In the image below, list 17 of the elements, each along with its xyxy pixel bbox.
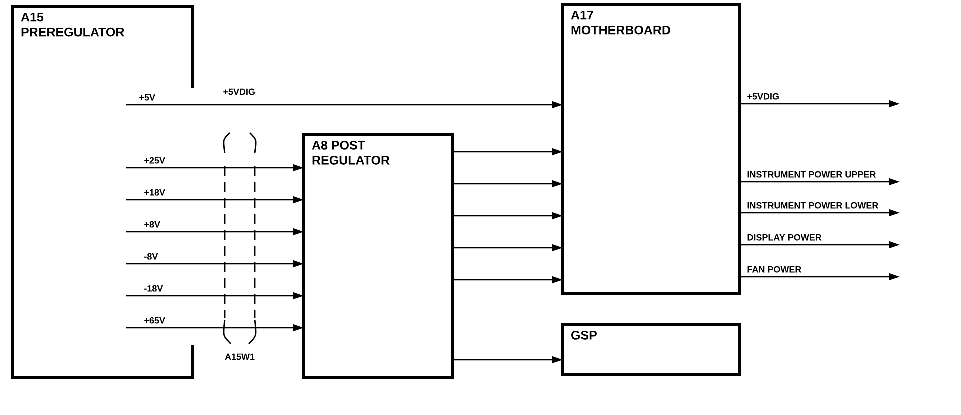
- module-box: GSP: [562, 324, 742, 376]
- edge-label: +8V: [143, 220, 162, 229]
- edge-label: -8V: [143, 252, 160, 261]
- edge-label: DISPLAY POWER: [746, 233, 823, 242]
- edge-label: FAN POWER: [746, 265, 803, 274]
- edge-label: INSTRUMENT POWER LOWER: [746, 201, 880, 210]
- module-box: A17 MOTHERBOARD: [562, 4, 742, 296]
- edge-label: +5VDIG: [746, 92, 780, 101]
- edge-label: +18V: [143, 188, 166, 197]
- edge-label: +25V: [143, 156, 166, 165]
- edge-label: INSTRUMENT POWER UPPER: [746, 170, 878, 179]
- module-box: A8 POST REGULATOR: [302, 134, 454, 380]
- edge-label: +65V: [143, 316, 166, 325]
- edge-label: +5V: [138, 94, 156, 102]
- signal-label: +5VDIG: [224, 88, 255, 96]
- edge-label: -18V: [143, 284, 164, 293]
- signal-label: A15W1: [225, 354, 255, 360]
